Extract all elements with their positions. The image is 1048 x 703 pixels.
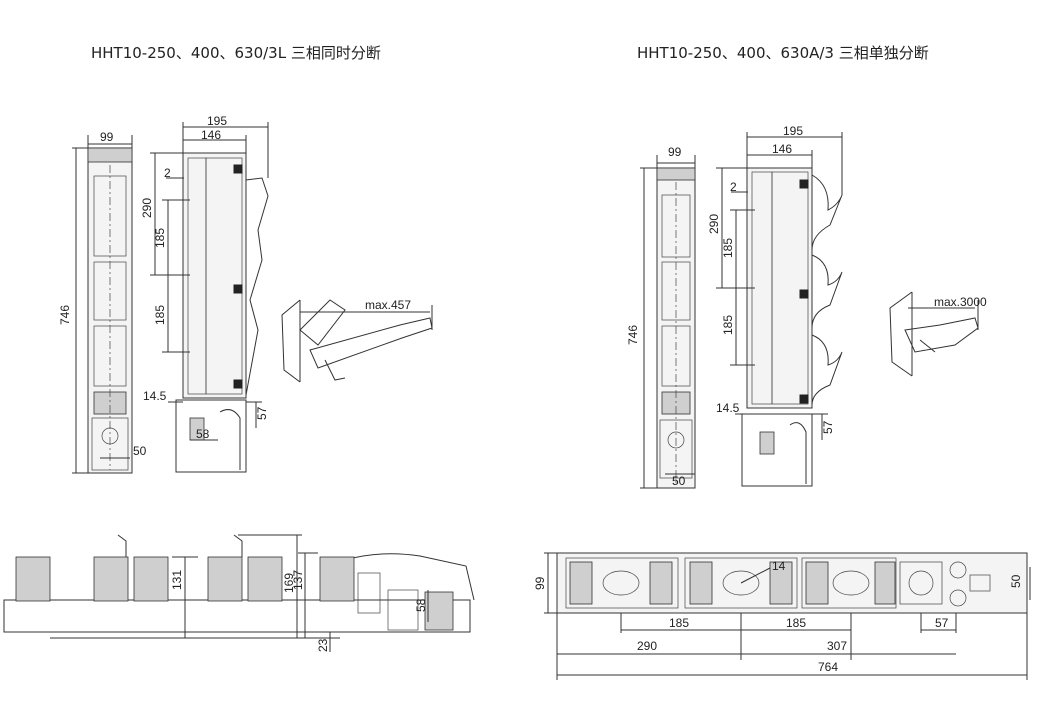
dim-p-50: 50 xyxy=(1009,574,1023,588)
dim-r-746: 746 xyxy=(626,325,640,345)
dim-l-50: 50 xyxy=(133,444,147,458)
dim-b-169: 169 xyxy=(282,573,296,593)
dim-r-99: 99 xyxy=(668,145,682,159)
dim-p-185b: 185 xyxy=(786,616,806,630)
right-open-detail xyxy=(889,291,979,377)
dim-p-99: 99 xyxy=(533,576,547,590)
dim-l-58: 58 xyxy=(196,427,210,441)
dim-b-131: 131 xyxy=(170,570,184,590)
dim-r-290: 290 xyxy=(707,214,721,234)
dim-l-max: max.457 xyxy=(365,298,411,312)
dim-r-50: 50 xyxy=(672,474,686,488)
dim-l-2: 2 xyxy=(164,166,171,180)
left-open-detail xyxy=(281,299,433,383)
title-left: HHT10-250、400、630/3L 三相同时分断 xyxy=(91,44,381,62)
dim-p-307: 307 xyxy=(827,639,847,653)
dim-r-185b: 185 xyxy=(721,315,735,335)
dim-p-764: 764 xyxy=(818,660,838,674)
dim-l-99: 99 xyxy=(100,130,114,144)
dim-r-195: 195 xyxy=(783,124,803,138)
dim-l-195: 195 xyxy=(207,114,227,128)
dim-l-185b: 185 xyxy=(153,305,167,325)
dim-b-137: 137 xyxy=(291,570,305,590)
dim-r-14-5: 14.5 xyxy=(716,401,740,415)
bottom-left-elevation xyxy=(3,534,475,652)
right-front-view xyxy=(640,155,696,489)
dim-r-max: max.3000 xyxy=(934,295,987,309)
title-right: HHT10-250、400、630A/3 三相单独分断 xyxy=(637,44,929,62)
dim-p-185a: 185 xyxy=(669,616,689,630)
left-side-view xyxy=(150,122,269,473)
dim-r-185a: 185 xyxy=(721,238,735,258)
dim-b-58: 58 xyxy=(414,598,428,612)
dim-p-14: 14 xyxy=(772,559,786,573)
dim-l-57: 57 xyxy=(255,406,269,420)
bottom-right-plan xyxy=(544,552,1031,680)
dim-l-146: 146 xyxy=(201,128,221,142)
dim-p-290: 290 xyxy=(637,639,657,653)
dim-r-2: 2 xyxy=(730,180,737,194)
dim-l-746: 746 xyxy=(58,305,72,325)
left-front-view xyxy=(72,135,133,474)
dim-l-290: 290 xyxy=(140,198,154,218)
dim-l-14-5: 14.5 xyxy=(143,389,167,403)
dim-b-23: 23 xyxy=(316,638,330,652)
dim-l-185a: 185 xyxy=(153,228,167,248)
dim-r-57: 57 xyxy=(821,420,835,434)
right-side-view xyxy=(716,132,843,487)
dim-p-57: 57 xyxy=(935,616,949,630)
dim-r-146: 146 xyxy=(772,142,792,156)
